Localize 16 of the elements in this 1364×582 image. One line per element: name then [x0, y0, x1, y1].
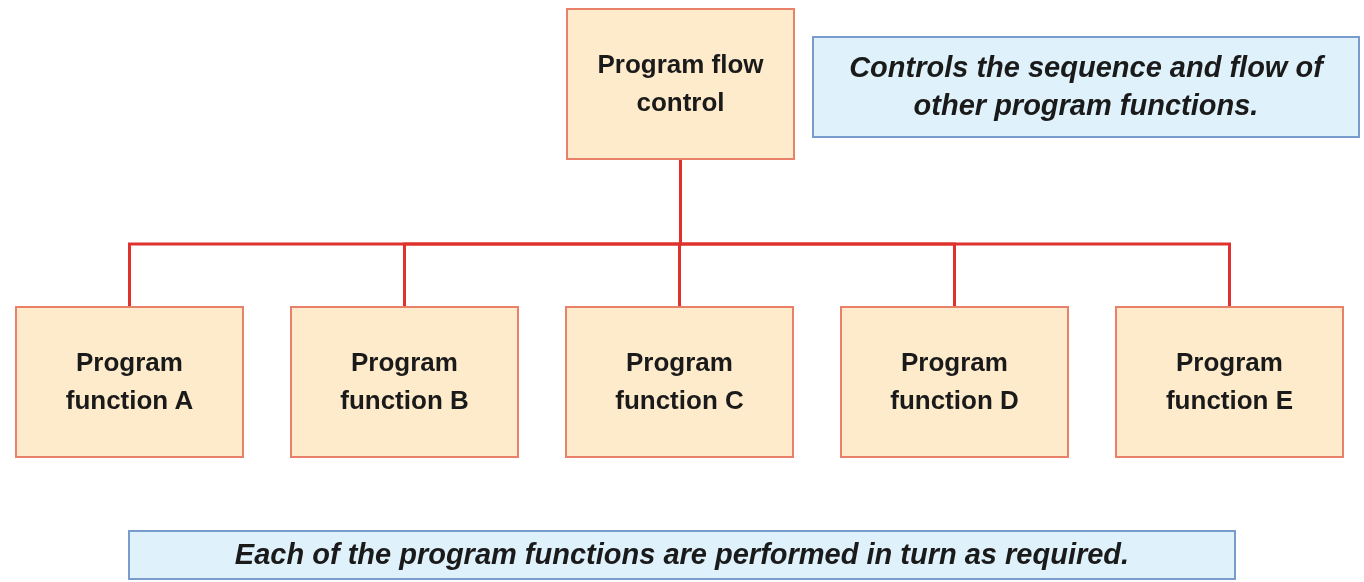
- process-box: [840, 306, 1069, 458]
- process-box: [565, 306, 794, 458]
- note-text: Each of the program functions are performed in turn as required.: [234, 537, 1130, 573]
- box-label: Program function C: [614, 346, 745, 417]
- box-label: Program flow control: [596, 48, 765, 119]
- note-text: Controls the sequence and flow of other program functions.: [814, 49, 1358, 125]
- box-label: Program function A: [64, 346, 195, 417]
- box-label: Program function B: [339, 346, 470, 417]
- note-box: [128, 530, 1236, 580]
- process-box: [1115, 306, 1344, 458]
- process-box: [290, 306, 519, 458]
- box-label: Program function D: [889, 346, 1020, 417]
- process-box: [566, 8, 795, 160]
- process-box: [15, 306, 244, 458]
- box-label: Program function E: [1164, 346, 1295, 417]
- note-box: [812, 36, 1360, 138]
